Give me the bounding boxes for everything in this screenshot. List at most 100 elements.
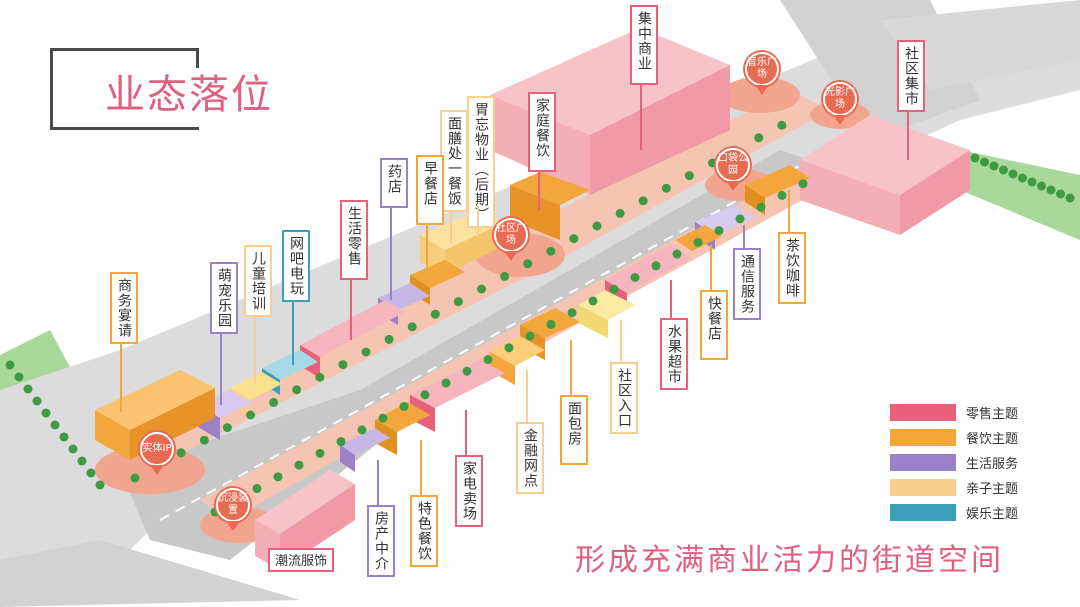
label-jiating: 家庭餐饮 [528,92,556,172]
building-ertong [230,372,282,400]
leader-line-shequji [907,110,909,160]
tree-75 [1046,185,1056,195]
leader-line-tongxin [743,225,745,248]
tree-21 [420,390,430,400]
tree-14 [292,385,302,395]
label-guomao: 胃忘物业（后期） [467,96,495,228]
tree-59 [970,153,980,163]
legend-item-retail: 零售主题 [890,400,1065,424]
label-shequji: 社区集市 [897,40,925,112]
legend-item-dining: 餐饮主题 [890,425,1065,449]
page-title: 业态落位 [105,72,273,118]
leader-line-kuaican [710,245,712,290]
tree-63 [989,161,999,171]
building-shequji-side [900,150,970,235]
legend-swatch-retail [890,403,956,421]
tree-38 [569,234,579,244]
tree-58 [5,360,15,370]
tree-34 [523,259,533,269]
map-pin-koudai: 口袋公园 [716,148,750,182]
leader-line-chayin [788,190,790,232]
label-kuaican: 快餐店 [700,290,728,360]
label-shuiguo: 水果超市 [660,318,688,390]
building-jinrong-front [490,352,515,385]
label-mianbao: 面包房 [560,395,588,465]
label-chayin: 茶饮咖啡 [778,232,806,304]
tree-62 [23,384,33,394]
leader-line-jiadian [465,410,467,455]
label-jizhong: 集中商业 [630,5,658,85]
building-jiadian [410,360,505,408]
tree-24 [407,322,417,332]
tree-32 [500,271,510,281]
tree-46 [661,183,671,193]
tree-49 [714,226,724,236]
tree-29 [504,343,514,353]
map-pin-chenjin: 沉浸装置 [216,488,250,522]
tree-47 [693,237,703,247]
tree-43 [651,261,661,271]
tree-28 [453,297,463,307]
tree-16 [315,372,325,382]
tree-8 [222,423,232,433]
tree-76 [86,468,96,478]
map-pin-shequ: 社区广场 [494,218,528,252]
map-pin-tail-shiti [150,465,164,475]
building-guomao-side [445,222,505,275]
label-wangba: 网吧电玩 [282,230,310,302]
tree-13 [336,437,346,447]
label-jiadian: 家电卖场 [455,455,483,527]
building-chaoliu-top [255,470,355,534]
tree-0 [130,473,140,483]
tree-55 [777,190,787,200]
legend-label-entertainment: 娱乐主题 [966,506,1019,522]
building-rukou-front [578,305,608,338]
building-jinrong [490,336,545,366]
tree-31 [525,331,535,341]
tree-67 [1008,169,1018,179]
legend-swatch-family [890,478,956,496]
building-shangwu-top [95,370,215,430]
leader-line-zaocan [426,225,428,275]
building-shuiguo [605,245,692,293]
map-pin-yinyue: 音乐广场 [745,52,779,86]
label-yaodian: 药店 [380,158,408,208]
title-frame [50,48,199,130]
tree-41 [630,273,640,282]
label-zaocan: 早餐店 [416,155,444,225]
sidewalk-north [100,90,830,480]
building-tongxin [695,205,755,235]
tree-60 [14,372,24,382]
tree-30 [477,284,486,294]
tree-22 [384,334,394,344]
tree-25 [462,366,472,376]
label-mengchong: 萌宠乐园 [210,262,238,334]
legend-label-life: 生活服务 [966,456,1019,472]
label-tongxin: 通信服务 [733,248,761,320]
tree-71 [1027,177,1037,187]
legend-swatch-entertainment [890,503,956,521]
tree-64 [32,396,42,406]
leader-line-guomao [477,206,479,238]
caption: 形成充满商业活力的街道空间 [575,543,1004,578]
tree-27 [483,355,493,365]
tree-65 [999,165,1008,175]
tree-48 [684,171,694,181]
legend-label-retail: 零售主题 [966,406,1019,422]
building-shequji-front [800,160,900,235]
building-chayin [745,165,810,198]
legend-item-life: 生活服务 [890,450,1065,474]
leader-line-jiating [538,172,540,210]
leader-line-rukou [620,320,622,362]
tree-40 [592,221,602,231]
label-jiaoyu: 面膳处一餐饭 [440,110,468,212]
building-shenghuo [300,300,405,357]
tree-57 [798,179,808,189]
legend-swatch-dining [890,428,956,446]
label-chaoliu: 潮流服饰 [268,548,335,572]
road-bottom [0,540,300,607]
leader-line-jizhong [640,85,642,150]
green-belt-right [960,150,1080,240]
leader-line-shuiguo [670,280,672,318]
map-pin-shiti: 实体IP [140,432,174,466]
